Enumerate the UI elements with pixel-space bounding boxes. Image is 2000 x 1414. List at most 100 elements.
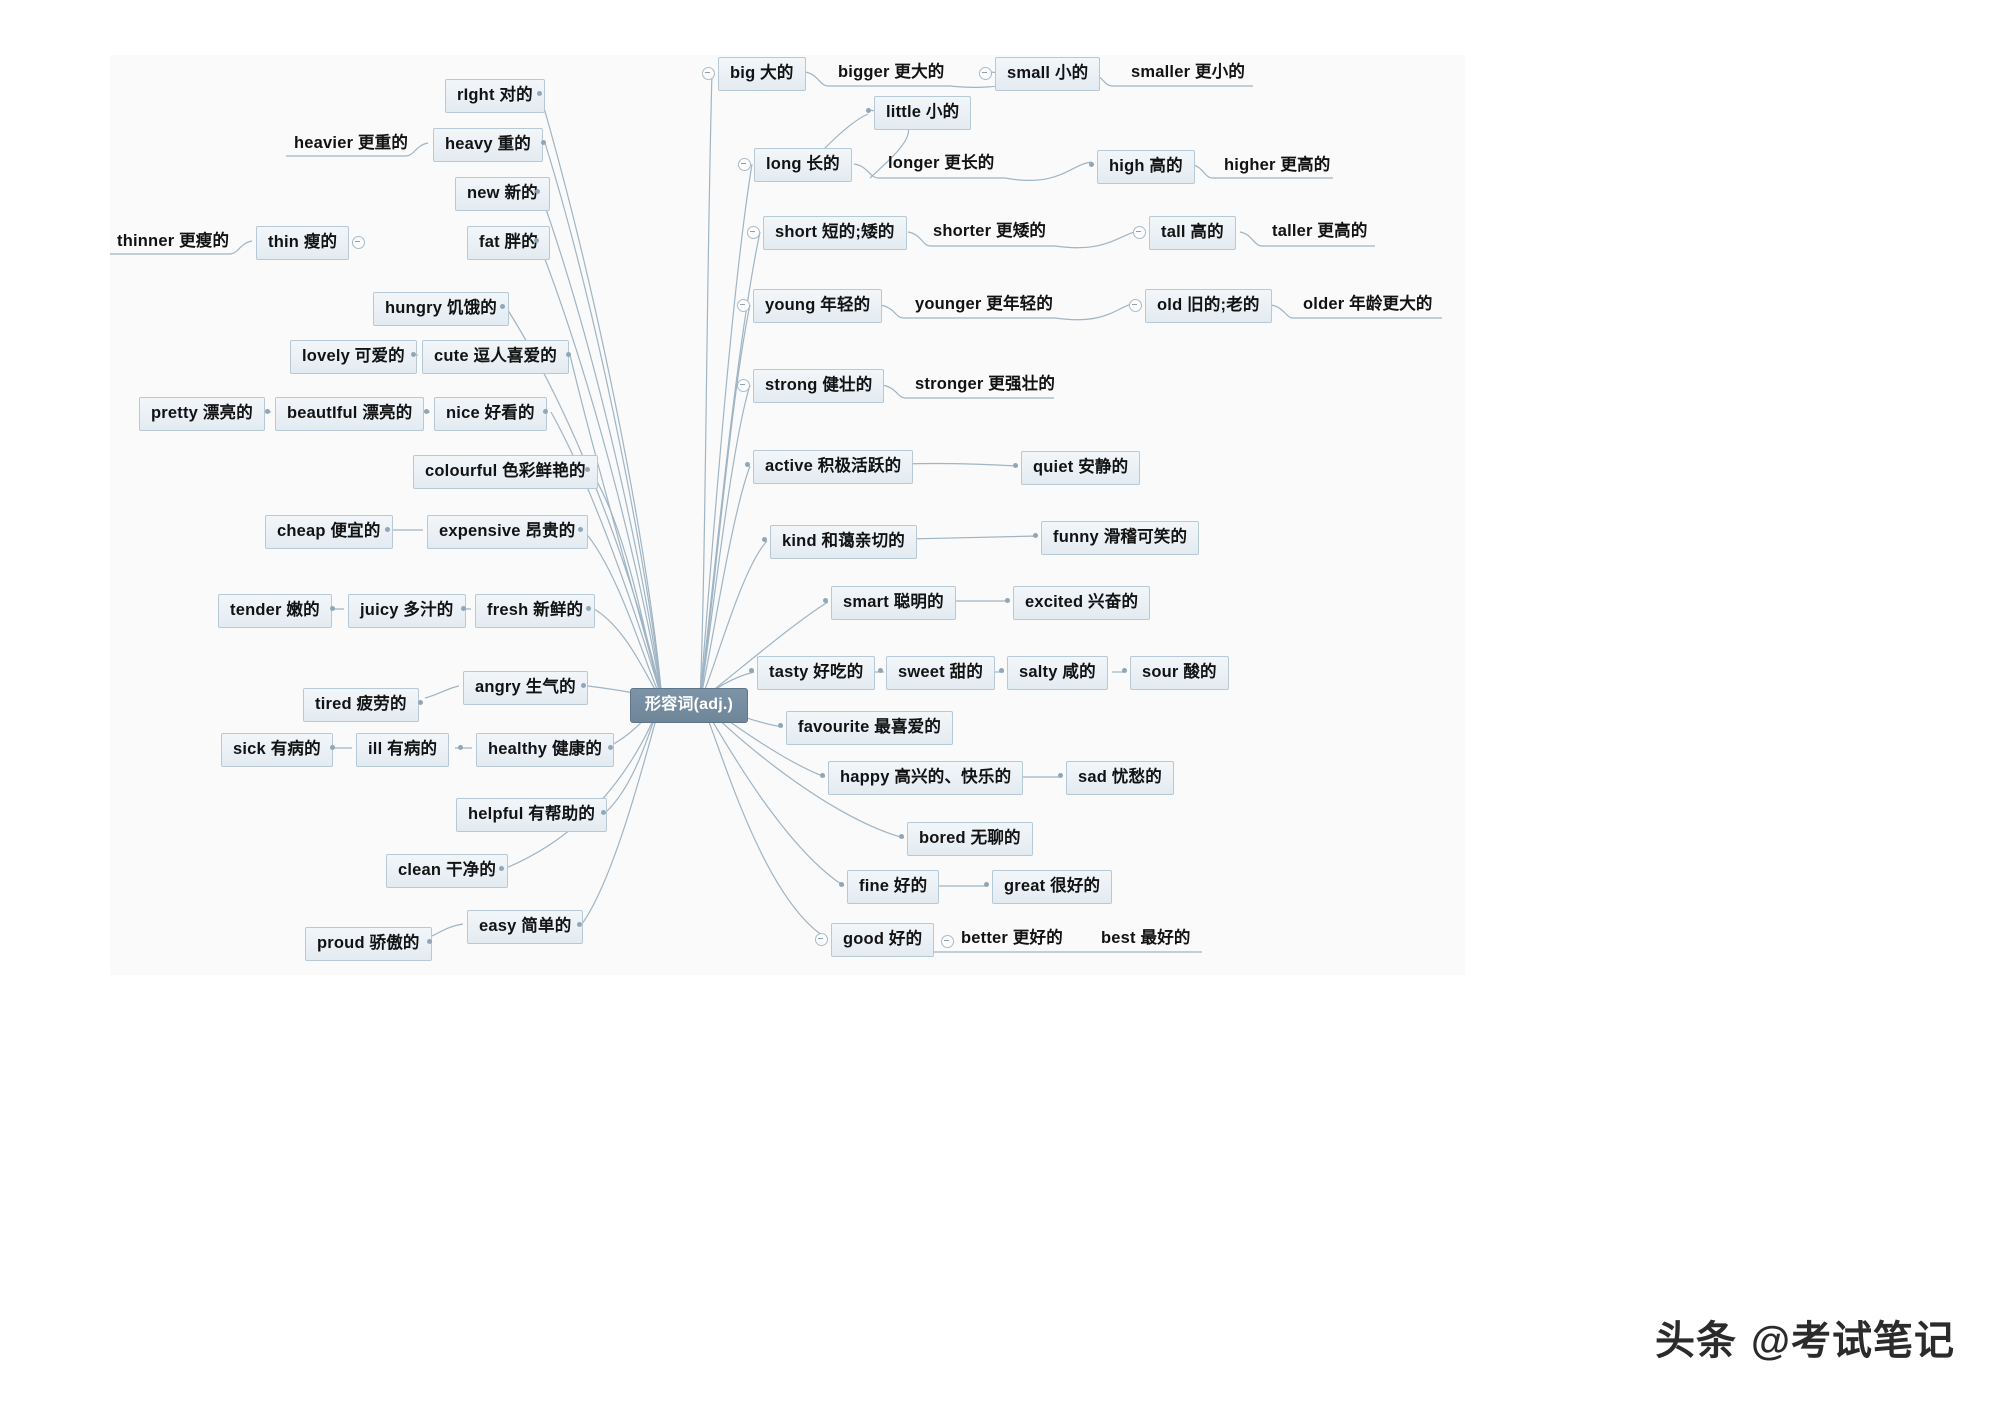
- node-angry[interactable]: angry 生气的: [463, 671, 588, 705]
- node-clean[interactable]: clean 干净的: [386, 854, 509, 888]
- node-thin[interactable]: thin 瘦的: [256, 226, 350, 260]
- bullet-icon-helpful: [601, 810, 606, 815]
- node-bored[interactable]: bored 无聊的: [907, 822, 1033, 856]
- node-taller[interactable]: taller 更高的: [1268, 217, 1372, 246]
- node-tasty[interactable]: tasty 好吃的: [757, 656, 876, 690]
- node-label: taller 更高的: [1272, 222, 1368, 240]
- node-label: tender 嫩的: [230, 601, 320, 619]
- node-high[interactable]: high 高的: [1097, 150, 1195, 184]
- node-quiet[interactable]: quiet 安静的: [1021, 451, 1141, 485]
- node-hungry[interactable]: hungry 饥饿的: [373, 292, 509, 326]
- bullet-icon-sweet: [878, 668, 883, 673]
- collapse-icon-old[interactable]: [1129, 299, 1142, 312]
- bullet-icon-colourful: [585, 467, 590, 472]
- node-happy[interactable]: happy 高兴的、快乐的: [828, 761, 1024, 795]
- collapse-icon-short[interactable]: [747, 226, 760, 239]
- collapse-icon-young[interactable]: [737, 299, 750, 312]
- node-lovely[interactable]: lovely 可爱的: [290, 340, 417, 374]
- node-better[interactable]: better 更好的: [957, 924, 1067, 953]
- node-kind[interactable]: kind 和蔼亲切的: [770, 525, 918, 559]
- node-small[interactable]: small 小的: [995, 57, 1101, 91]
- node-expensive[interactable]: expensive 昂贵的: [427, 515, 588, 549]
- bullet-icon-right: [537, 91, 542, 96]
- node-tender[interactable]: tender 嫩的: [218, 594, 332, 628]
- bullet-icon-cheap: [385, 527, 390, 532]
- bullet-icon-cute: [566, 352, 571, 357]
- node-salty[interactable]: salty 咸的: [1007, 656, 1108, 690]
- node-label: cheap 便宜的: [277, 522, 381, 540]
- node-nice[interactable]: nice 好看的: [434, 397, 547, 431]
- node-beautiful[interactable]: beautIful 漂亮的: [275, 397, 425, 431]
- node-active[interactable]: active 积极活跃的: [753, 450, 914, 484]
- node-pretty[interactable]: pretty 漂亮的: [139, 397, 265, 431]
- node-bigger[interactable]: bigger 更大的: [834, 58, 949, 87]
- collapse-icon-small[interactable]: [979, 67, 992, 80]
- collapse-icon-better[interactable]: [941, 935, 954, 948]
- bullet-icon-pretty: [265, 409, 270, 414]
- node-best[interactable]: best 最好的: [1097, 924, 1195, 953]
- node-label: salty 咸的: [1019, 663, 1096, 681]
- node-proud[interactable]: proud 骄傲的: [305, 927, 432, 961]
- collapse-icon-tall[interactable]: [1133, 226, 1146, 239]
- bullet-icon-bored: [899, 834, 904, 839]
- node-label: great 很好的: [1004, 877, 1101, 895]
- collapse-icon-long[interactable]: [738, 158, 751, 171]
- node-label: funny 滑稽可笑的: [1053, 528, 1188, 546]
- node-long[interactable]: long 长的: [754, 148, 852, 182]
- node-fresh[interactable]: fresh 新鲜的: [475, 594, 596, 628]
- node-thinner[interactable]: thinner 更瘦的: [113, 227, 233, 256]
- node-little[interactable]: little 小的: [874, 96, 972, 130]
- node-colourful[interactable]: colourful 色彩鲜艳的: [413, 455, 598, 489]
- node-cheap[interactable]: cheap 便宜的: [265, 515, 393, 549]
- node-short[interactable]: short 短的;矮的: [763, 216, 907, 250]
- bullet-icon-happy: [820, 773, 825, 778]
- node-tall[interactable]: tall 高的: [1149, 216, 1236, 250]
- node-fat[interactable]: fat 胖的: [467, 226, 550, 260]
- collapse-icon-strong[interactable]: [737, 379, 750, 392]
- node-easy[interactable]: easy 简单的: [467, 910, 584, 944]
- node-label: easy 简单的: [479, 917, 572, 935]
- node-funny[interactable]: funny 滑稽可笑的: [1041, 521, 1200, 555]
- node-label: old 旧的;老的: [1157, 296, 1260, 314]
- node-heavier[interactable]: heavier 更重的: [290, 129, 412, 158]
- node-cute[interactable]: cute 逗人喜爱的: [422, 340, 570, 374]
- node-label: bored 无聊的: [919, 829, 1021, 847]
- node-stronger[interactable]: stronger 更强壮的: [911, 370, 1059, 399]
- collapse-icon-thin[interactable]: [352, 236, 365, 249]
- collapse-icon-good[interactable]: [815, 933, 828, 946]
- root-node[interactable]: 形容词(adj.): [630, 688, 749, 723]
- node-older[interactable]: older 年龄更大的: [1299, 290, 1437, 319]
- node-good[interactable]: good 好的: [831, 923, 935, 957]
- collapse-icon-big[interactable]: [702, 67, 715, 80]
- node-longer[interactable]: longer 更长的: [884, 149, 999, 178]
- node-ill[interactable]: ill 有病的: [356, 733, 450, 767]
- node-strong[interactable]: strong 健壮的: [753, 369, 885, 403]
- node-sweet[interactable]: sweet 甜的: [886, 656, 996, 690]
- node-sour[interactable]: sour 酸的: [1130, 656, 1229, 690]
- bullet-icon-fat: [534, 238, 539, 243]
- node-shorter[interactable]: shorter 更矮的: [929, 217, 1050, 246]
- node-new[interactable]: new 新的: [455, 177, 550, 211]
- node-excited[interactable]: excited 兴奋的: [1013, 586, 1151, 620]
- node-younger[interactable]: younger 更年轻的: [911, 290, 1057, 319]
- node-smart[interactable]: smart 聪明的: [831, 586, 956, 620]
- node-young[interactable]: young 年轻的: [753, 289, 883, 323]
- node-heavy[interactable]: heavy 重的: [433, 128, 543, 162]
- node-juicy[interactable]: juicy 多汁的: [348, 594, 466, 628]
- node-higher[interactable]: higher 更高的: [1220, 151, 1335, 180]
- node-favourite[interactable]: favourite 最喜爱的: [786, 711, 954, 745]
- node-smaller[interactable]: smaller 更小的: [1127, 58, 1249, 87]
- node-label: longer 更长的: [888, 154, 995, 172]
- bullet-icon-beautiful: [424, 409, 429, 414]
- node-big[interactable]: big 大的: [718, 57, 806, 91]
- node-right[interactable]: rIght 对的: [445, 79, 545, 113]
- node-fine[interactable]: fine 好的: [847, 870, 940, 904]
- node-helpful[interactable]: helpful 有帮助的: [456, 798, 608, 832]
- node-sad[interactable]: sad 忧愁的: [1066, 761, 1174, 795]
- node-sick[interactable]: sick 有病的: [221, 733, 333, 767]
- node-great[interactable]: great 很好的: [992, 870, 1113, 904]
- node-healthy[interactable]: healthy 健康的: [476, 733, 615, 767]
- node-label: happy 高兴的、快乐的: [840, 768, 1012, 786]
- node-old[interactable]: old 旧的;老的: [1145, 289, 1272, 323]
- node-tired[interactable]: tired 疲劳的: [303, 688, 419, 722]
